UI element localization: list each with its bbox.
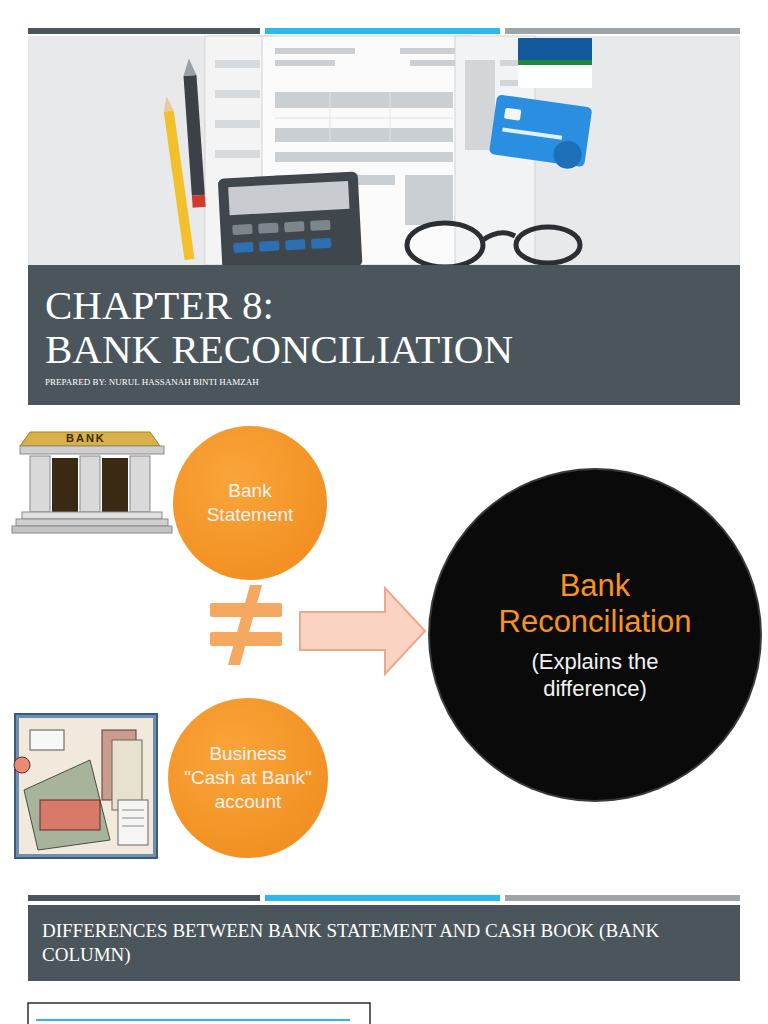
desk-illustration [162, 36, 593, 274]
content-rule [36, 1019, 350, 1021]
node-heading: CHAPTER 8: BANK RECONCILIATION [45, 283, 665, 371]
node-heading: Business "Cash at Bank" account [182, 742, 314, 814]
top-bar [265, 28, 500, 34]
top-bar [28, 895, 260, 901]
node-subtext: PREPARED BY: NURUL HASSANAH BINTI HAMZAH [45, 377, 259, 388]
node-heading: Bank Statement [184, 479, 316, 527]
bank-building [12, 432, 172, 533]
node-heading: DIFFERENCES BETWEEN BANK STATEMENT AND C… [42, 919, 702, 967]
node-heading: Bank Reconciliation [470, 568, 720, 640]
section-band: DIFFERENCES BETWEEN BANK STATEMENT AND C… [28, 905, 740, 981]
top-bar [505, 28, 740, 34]
not-equal-sign [210, 585, 282, 665]
top-bar [505, 895, 740, 901]
title-band: CHAPTER 8: BANK RECONCILIATION PREPARED B… [28, 265, 740, 405]
node-subtext: (Explains the difference) [485, 648, 705, 702]
source-circle: Bank Statement [173, 426, 327, 580]
bank-sign: BANK [66, 432, 106, 445]
cash-register-clipart [14, 714, 157, 858]
top-bar [28, 28, 260, 34]
result-circle: Bank Reconciliation (Explains the differe… [430, 470, 760, 800]
right-arrow [300, 588, 425, 674]
source-circle: Business "Cash at Bank" account [168, 698, 328, 858]
content-frame [28, 1003, 370, 1024]
top-bar [265, 895, 500, 901]
illustration-ground [28, 36, 740, 265]
